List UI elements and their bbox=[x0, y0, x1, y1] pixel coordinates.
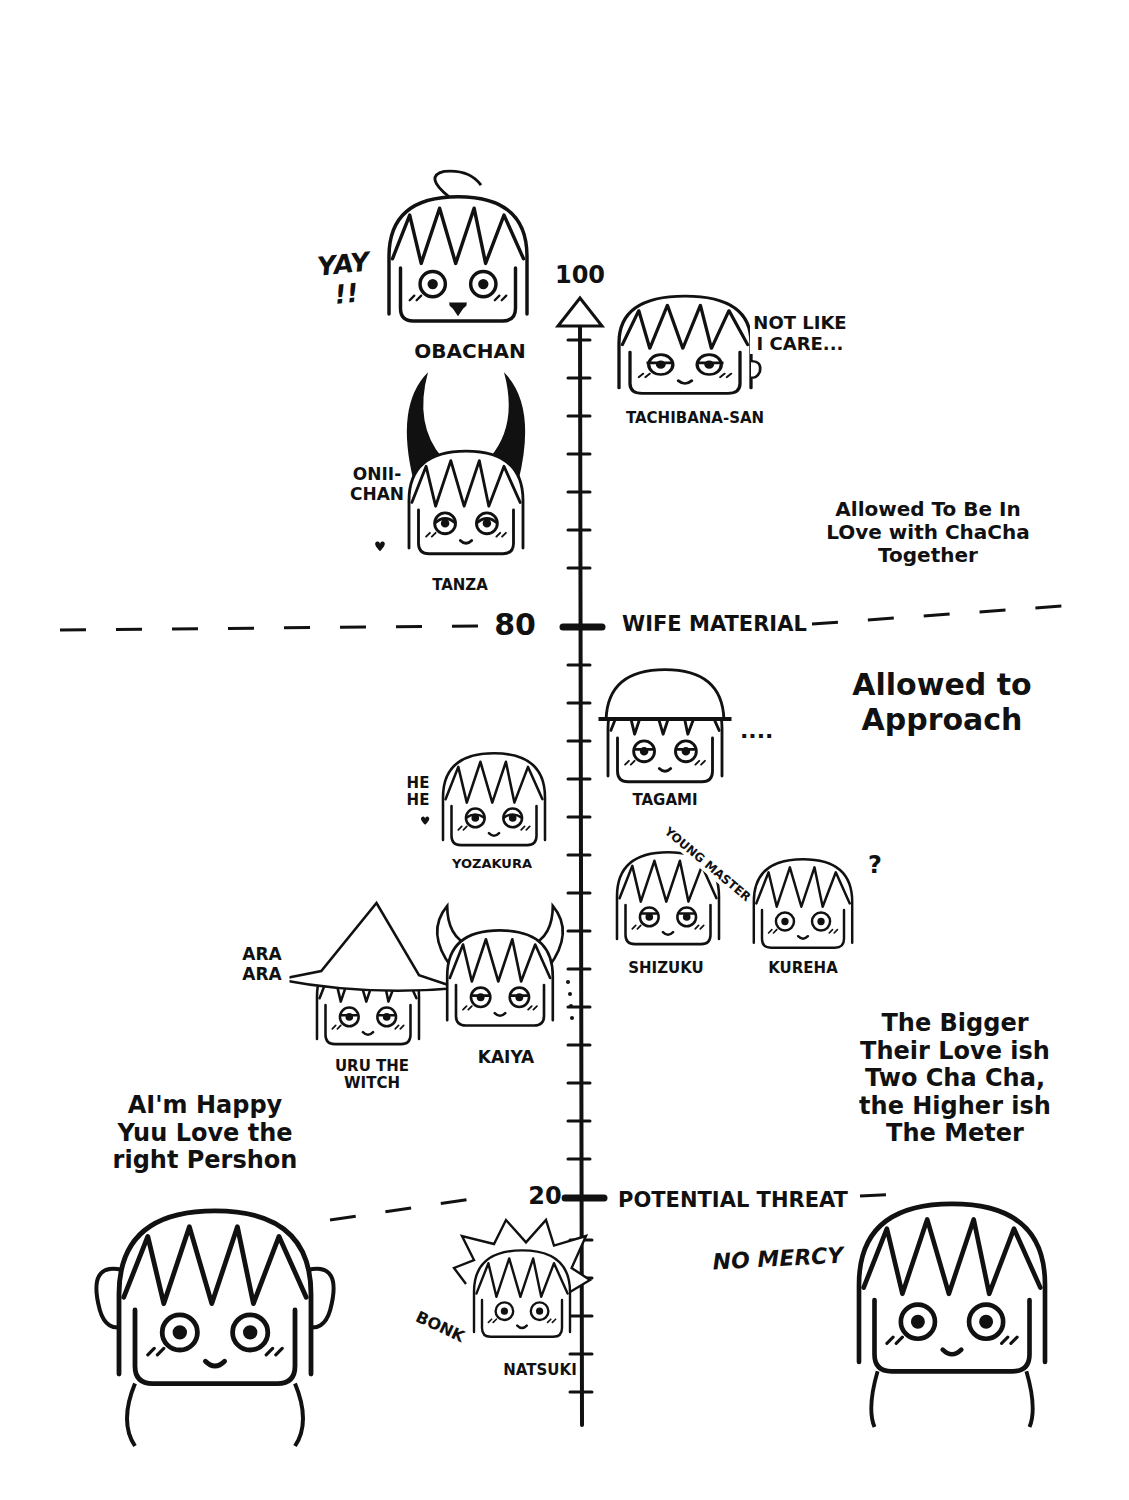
character-name: SHIZUKU bbox=[628, 960, 704, 977]
speech-text: HE HE bbox=[401, 775, 435, 810]
zone-note: Allowed to Approach bbox=[837, 668, 1047, 737]
threshold-label: POTENTIAL THREAT bbox=[618, 1188, 848, 1212]
speech-text: .... bbox=[740, 718, 773, 743]
scale-number: 80 bbox=[494, 608, 536, 643]
character-name: URU THE WITCH bbox=[325, 1058, 420, 1093]
meter-note: The Bigger Their Love ish Two Cha Cha, t… bbox=[850, 1010, 1060, 1148]
speech-text: ONII- CHAN bbox=[347, 465, 407, 504]
sound-effect: BONK bbox=[413, 1308, 468, 1346]
character-name: KUREHA bbox=[768, 960, 838, 977]
speech-text: NO MERCY bbox=[712, 1243, 844, 1275]
character-name: TAGAMI bbox=[632, 792, 697, 809]
scale-number: 100 bbox=[555, 262, 605, 290]
scale-number: 20 bbox=[528, 1183, 561, 1211]
threshold-label: WIFE MATERIAL bbox=[622, 612, 807, 636]
speech-text: AI'm Happy Yuu Love the right Pershon bbox=[100, 1092, 310, 1175]
character-name: NATSUKI bbox=[503, 1362, 576, 1379]
character-name: TANZA bbox=[432, 577, 488, 594]
character-name: OBACHAN bbox=[414, 340, 525, 363]
speech-text: NOT LIKE I CARE... bbox=[750, 313, 850, 354]
character-name: TACHIBANA-SAN bbox=[626, 410, 764, 427]
character-name: YOZAKURA bbox=[452, 857, 532, 872]
speech-text: ? bbox=[868, 852, 882, 880]
exclamation: YAY !! bbox=[312, 247, 378, 313]
zone-note: Allowed To Be In LOve with ChaCha Togeth… bbox=[813, 498, 1043, 567]
speech-text: ARA ARA bbox=[235, 945, 290, 984]
character-name: KAIYA bbox=[478, 1048, 535, 1068]
